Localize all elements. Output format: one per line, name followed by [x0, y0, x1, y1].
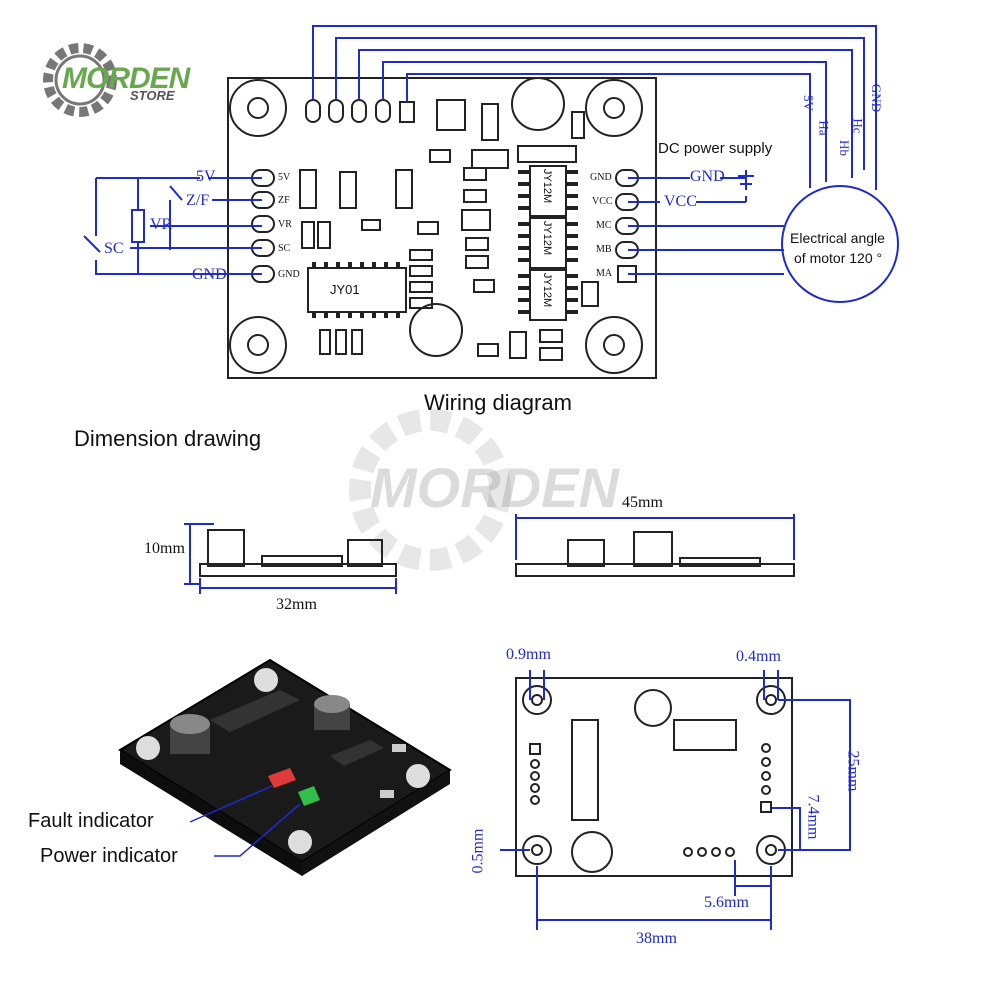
side-view-large — [515, 531, 795, 577]
pin-5v: 5V — [278, 172, 291, 183]
wires — [83, 25, 899, 303]
wire-label-top-hc: Hc — [850, 118, 866, 134]
morden-logo — [43, 43, 117, 117]
pin-vr: VR — [278, 219, 292, 230]
wiring-title: Wiring diagram — [424, 390, 572, 415]
motor-label-1: Electrical angle — [790, 230, 885, 246]
dim-04mm: 0.4mm — [736, 648, 781, 665]
wire-label-r-vcc: VCC — [664, 193, 697, 210]
power-supply-label: DC power supply — [658, 140, 773, 157]
wiring-board — [227, 77, 657, 379]
brand-name: MORDEN — [62, 62, 190, 95]
side-view-small — [199, 529, 397, 577]
watermark-text: MORDEN — [370, 456, 619, 519]
chip-jy01: JY01 — [330, 282, 360, 297]
wire-label-r-gnd: GND — [690, 168, 725, 185]
dim-38mm: 38mm — [636, 930, 677, 947]
indicator-lines — [189, 785, 301, 857]
pin-r-mb: MB — [596, 244, 612, 255]
dim-56mm: 5.6mm — [704, 894, 749, 911]
wire-label-sc: SC — [104, 240, 124, 257]
dimension-title: Dimension drawing — [74, 426, 262, 451]
pin-gnd: GND — [278, 269, 300, 280]
fault-led — [268, 768, 296, 788]
dim-32mm: 32mm — [276, 596, 317, 613]
chip-jy12m-1: JY12M — [541, 168, 554, 204]
chip-jy12m-2: JY12M — [541, 220, 554, 256]
wire-label-gnd: GND — [192, 266, 227, 283]
dim-74mm: 7.4mm — [804, 794, 822, 840]
wire-label-top-ha: Ha — [816, 120, 832, 136]
dim-09mm: 0.9mm — [506, 646, 551, 663]
wire-label-top-hb: Hb — [836, 140, 852, 156]
dim-25mm: 25mm — [844, 750, 862, 792]
dim-10mm: 10mm — [144, 540, 185, 557]
dim-05mm: 0.5mm — [469, 828, 487, 874]
dim-45mm: 45mm — [622, 494, 663, 511]
chip-pins — [312, 170, 578, 318]
wire-label-top-gnd: GND — [869, 83, 885, 113]
pin-r-gnd: GND — [590, 172, 612, 183]
power-indicator-label: Power indicator — [40, 845, 178, 867]
wire-label-5v: 5V — [196, 168, 216, 185]
wire-label-vr: VR — [150, 216, 173, 233]
wire-label-zf: Z/F — [186, 192, 210, 209]
pin-r-vcc: VCC — [592, 196, 613, 207]
pin-zf: ZF — [278, 195, 290, 206]
brand-sub: STORE — [130, 88, 175, 103]
fault-indicator-label: Fault indicator — [28, 810, 154, 832]
wire-label-top-5v: 5V — [800, 95, 816, 111]
dimension-lines — [184, 514, 795, 594]
motor-label-2: of motor 120 ° — [794, 250, 883, 266]
top-dimension-lines — [500, 670, 851, 930]
chip-jy12m-3: JY12M — [541, 272, 554, 308]
pin-r-ma: MA — [596, 268, 613, 279]
pin-r-mc: MC — [596, 220, 612, 231]
pin-sc: SC — [278, 243, 291, 254]
top-board — [515, 677, 793, 877]
power-led — [298, 786, 320, 806]
perspective-board — [118, 658, 452, 876]
